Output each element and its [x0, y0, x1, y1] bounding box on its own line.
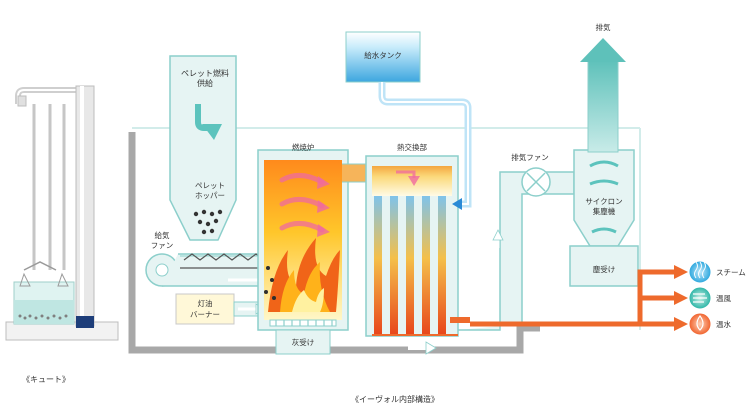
pellet-hopper: ペレット燃料 供給 ペレット ホッパー — [169, 55, 237, 241]
output-hot-water: 温水 — [688, 312, 731, 336]
oil-burner: 灯油 バーナー — [175, 293, 265, 325]
hot-air-label: 温風 — [716, 294, 731, 303]
steam-label: スチーム — [716, 268, 746, 277]
output-steam: スチーム — [688, 260, 746, 284]
auger-screw — [183, 253, 265, 261]
oil-burner-label-1: 灯油 — [198, 298, 213, 308]
pellet-hopper-label-2: ホッパー — [195, 191, 225, 200]
steam-icon — [688, 260, 712, 284]
chute-unit: 《キュート》 — [5, 85, 119, 384]
supply-fan-label-2: ファン — [151, 241, 174, 250]
exhaust-duct: 排気ファン — [458, 152, 575, 331]
heat-exchanger-label: 熱交換部 — [397, 142, 427, 152]
fan-icon — [155, 263, 169, 277]
pellets — [193, 209, 223, 235]
oil-burner-label-2: バーナー — [190, 310, 220, 319]
dust-tray-label: 塵受け — [593, 264, 616, 274]
exhaust-stack: 排気 — [580, 22, 626, 153]
pellet-feed-label-1: ペレット燃料 — [181, 68, 229, 78]
chute-caption: 《キュート》 — [22, 375, 70, 384]
combustion-furnace: 燃焼炉 灰受け — [257, 142, 349, 355]
cyclone-collector: サイクロン 集塵機 塵受け — [569, 149, 639, 287]
furnace-label: 燃焼炉 — [292, 142, 315, 152]
heat-tubes — [374, 196, 446, 334]
heat-exchanger: 熱交換部 — [365, 142, 470, 355]
hot-water-icon — [688, 312, 712, 336]
output-lines — [470, 265, 688, 331]
water-tank: 給水タンク — [345, 31, 472, 210]
water-tank-label: 給水タンク — [364, 50, 402, 60]
pellet-hopper-label-1: ペレット — [195, 181, 225, 190]
cyclone-label-1: サイクロン — [585, 197, 622, 206]
exhaust-arrow-icon — [580, 38, 626, 62]
exhaust-fan-label: 排気ファン — [511, 152, 549, 162]
hot-water-label: 温水 — [716, 319, 731, 329]
ash-tray-label: 灰受け — [292, 337, 315, 347]
supply-fan-label-1: 給気 — [155, 230, 170, 240]
pellet-feed-label-2: 供給 — [197, 78, 213, 88]
main-caption: 《イーヴォル内部構造》 — [351, 394, 439, 404]
exhaust-label: 排気 — [596, 22, 611, 32]
flame-icon — [268, 238, 340, 312]
water-drop-icon — [452, 198, 462, 210]
output-hot-air: 温風 — [688, 286, 731, 310]
feed-arrow-icon — [202, 124, 222, 140]
cyclone-label-2: 集塵機 — [593, 206, 616, 216]
